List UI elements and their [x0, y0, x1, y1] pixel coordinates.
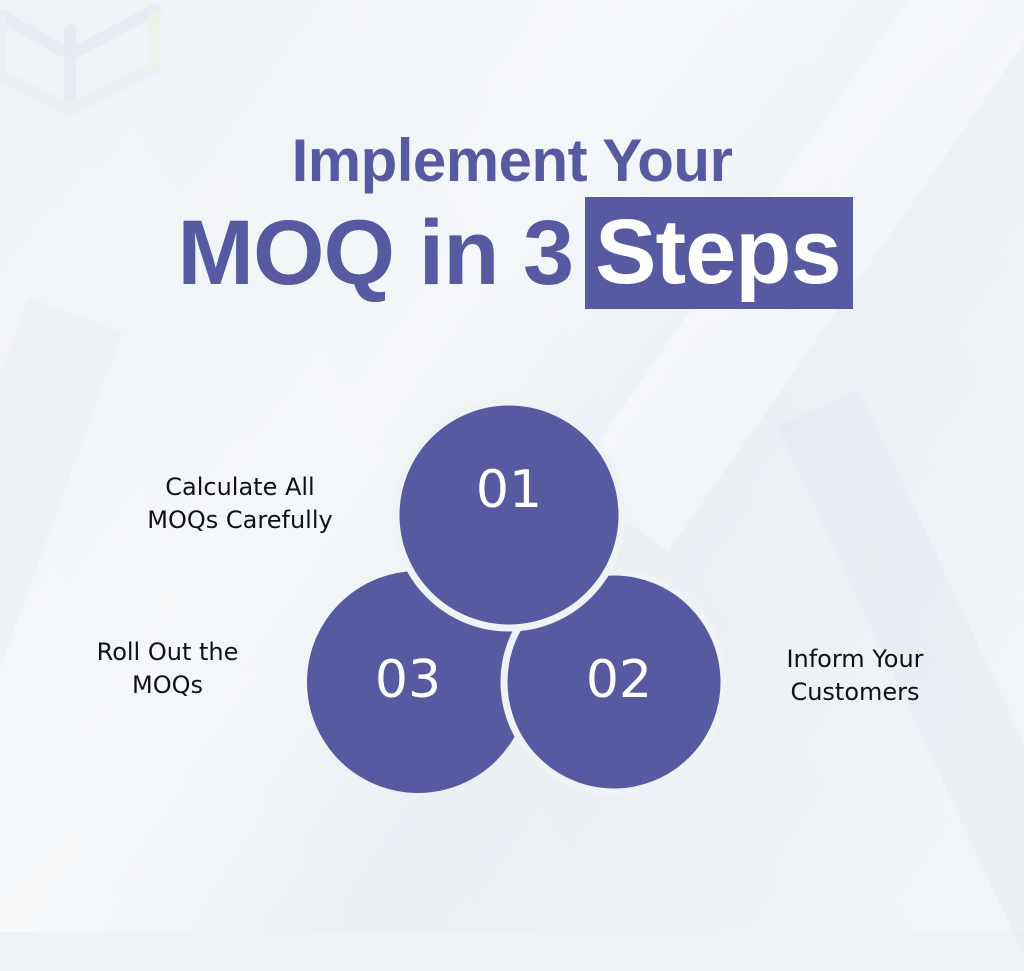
step-label-02: Inform Your Customers [760, 643, 950, 709]
step-label-03: Roll Out the MOQs [70, 636, 265, 702]
step-label-03-line1: Roll Out the [96, 638, 239, 666]
step-number-02: 02 [586, 650, 652, 710]
step-number-01: 01 [476, 460, 542, 520]
page-title-line1: Implement Your [291, 127, 733, 194]
step-circle-01 [392, 398, 626, 632]
step-number-03: 03 [375, 650, 441, 710]
step-label-01: Calculate All MOQs Carefully [110, 471, 370, 537]
step-label-01-line2: MOQs Carefully [147, 506, 333, 534]
title-plain-text: MOQ in 3 [177, 202, 574, 304]
page-title-line2: MOQ in 3 Steps [0, 196, 1024, 310]
cube-logo-icon [0, 4, 161, 116]
step-circle-03 [307, 571, 529, 793]
step-label-03-line2: MOQs [132, 671, 203, 699]
steps-diagram: 01 02 03 [307, 398, 728, 796]
step-circle-02 [500, 568, 728, 796]
step-label-02-line1: Inform Your [786, 645, 924, 673]
step-label-02-line2: Customers [790, 678, 920, 706]
title-highlight-box: Steps [585, 197, 853, 309]
step-label-01-line1: Calculate All [165, 473, 315, 501]
